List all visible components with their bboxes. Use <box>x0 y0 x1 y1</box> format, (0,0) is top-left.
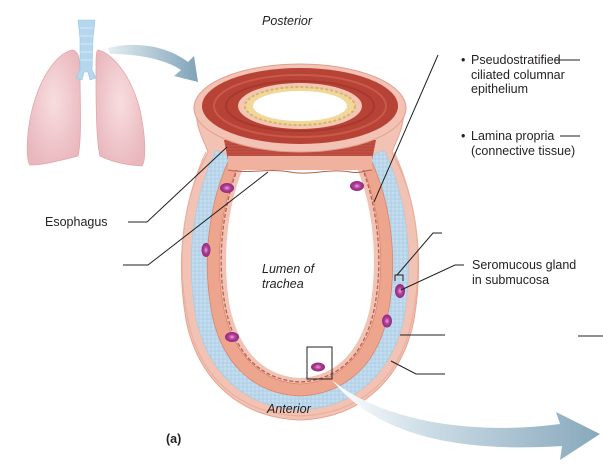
gland <box>350 181 364 191</box>
trachea-cross-section <box>180 63 420 421</box>
leader-esophagus <box>128 146 228 223</box>
lumen-label-line-2: trachea <box>262 277 304 291</box>
leader-trachealis-blank <box>123 171 269 266</box>
trachea-small <box>75 19 97 81</box>
right-lung <box>95 49 146 167</box>
epithelium-line-1: Pseudostratified <box>471 53 561 67</box>
leader-submucosa-blank <box>396 232 442 276</box>
anterior-label: Anterior <box>267 402 311 416</box>
seromucous-gland-label-line-1: Seromucous gland <box>472 258 577 272</box>
leader-lines <box>123 54 603 375</box>
panel-label: (a) <box>166 432 182 446</box>
gland <box>311 362 325 372</box>
lumen-label: Lumen of trachea <box>262 262 314 292</box>
esophagus-label: Esophagus <box>45 215 108 229</box>
posterior-label: Posterior <box>262 14 313 28</box>
seromucous-glands <box>201 181 405 372</box>
lumen-label-line-1: Lumen of <box>262 262 315 276</box>
submucosa-bracket <box>394 274 404 281</box>
mucosa-epithelium-item: • Pseudostratified ciliated columnar epi… <box>461 53 565 97</box>
zoom-arrow-upper <box>108 44 198 82</box>
epithelium-line-3: epithelium <box>471 82 528 96</box>
tracheal-lumen <box>226 166 374 378</box>
lamina-propria-line-2: (connective tissue) <box>471 143 576 158</box>
mucosa-lamina-propria-item: • Lamina propria (connective tissue) <box>461 129 576 158</box>
leader-adventitia-blank <box>390 360 445 375</box>
gland <box>382 314 392 328</box>
seromucous-gland-label: Seromucous gland in submucosa <box>472 258 576 287</box>
lungs-illustration <box>26 18 150 168</box>
bullet-icon: • <box>461 129 466 143</box>
gland <box>201 243 211 257</box>
seromucous-gland-label-line-2: in submucosa <box>472 272 550 287</box>
lamina-propria-line-1: Lamina propria <box>471 129 555 143</box>
magnified-region-box <box>306 346 333 380</box>
epithelium-edge <box>220 161 380 383</box>
leader-mucosa-blank <box>373 54 439 203</box>
gland <box>220 183 234 193</box>
leader-seromucous-gland <box>400 264 464 291</box>
esophagus-lumen <box>253 91 347 121</box>
zoom-arrow-lower <box>332 380 600 460</box>
gland <box>225 332 239 342</box>
bullet-icon: • <box>461 53 466 67</box>
epithelium-line-2: ciliated columnar <box>471 67 565 82</box>
gland <box>395 284 405 298</box>
